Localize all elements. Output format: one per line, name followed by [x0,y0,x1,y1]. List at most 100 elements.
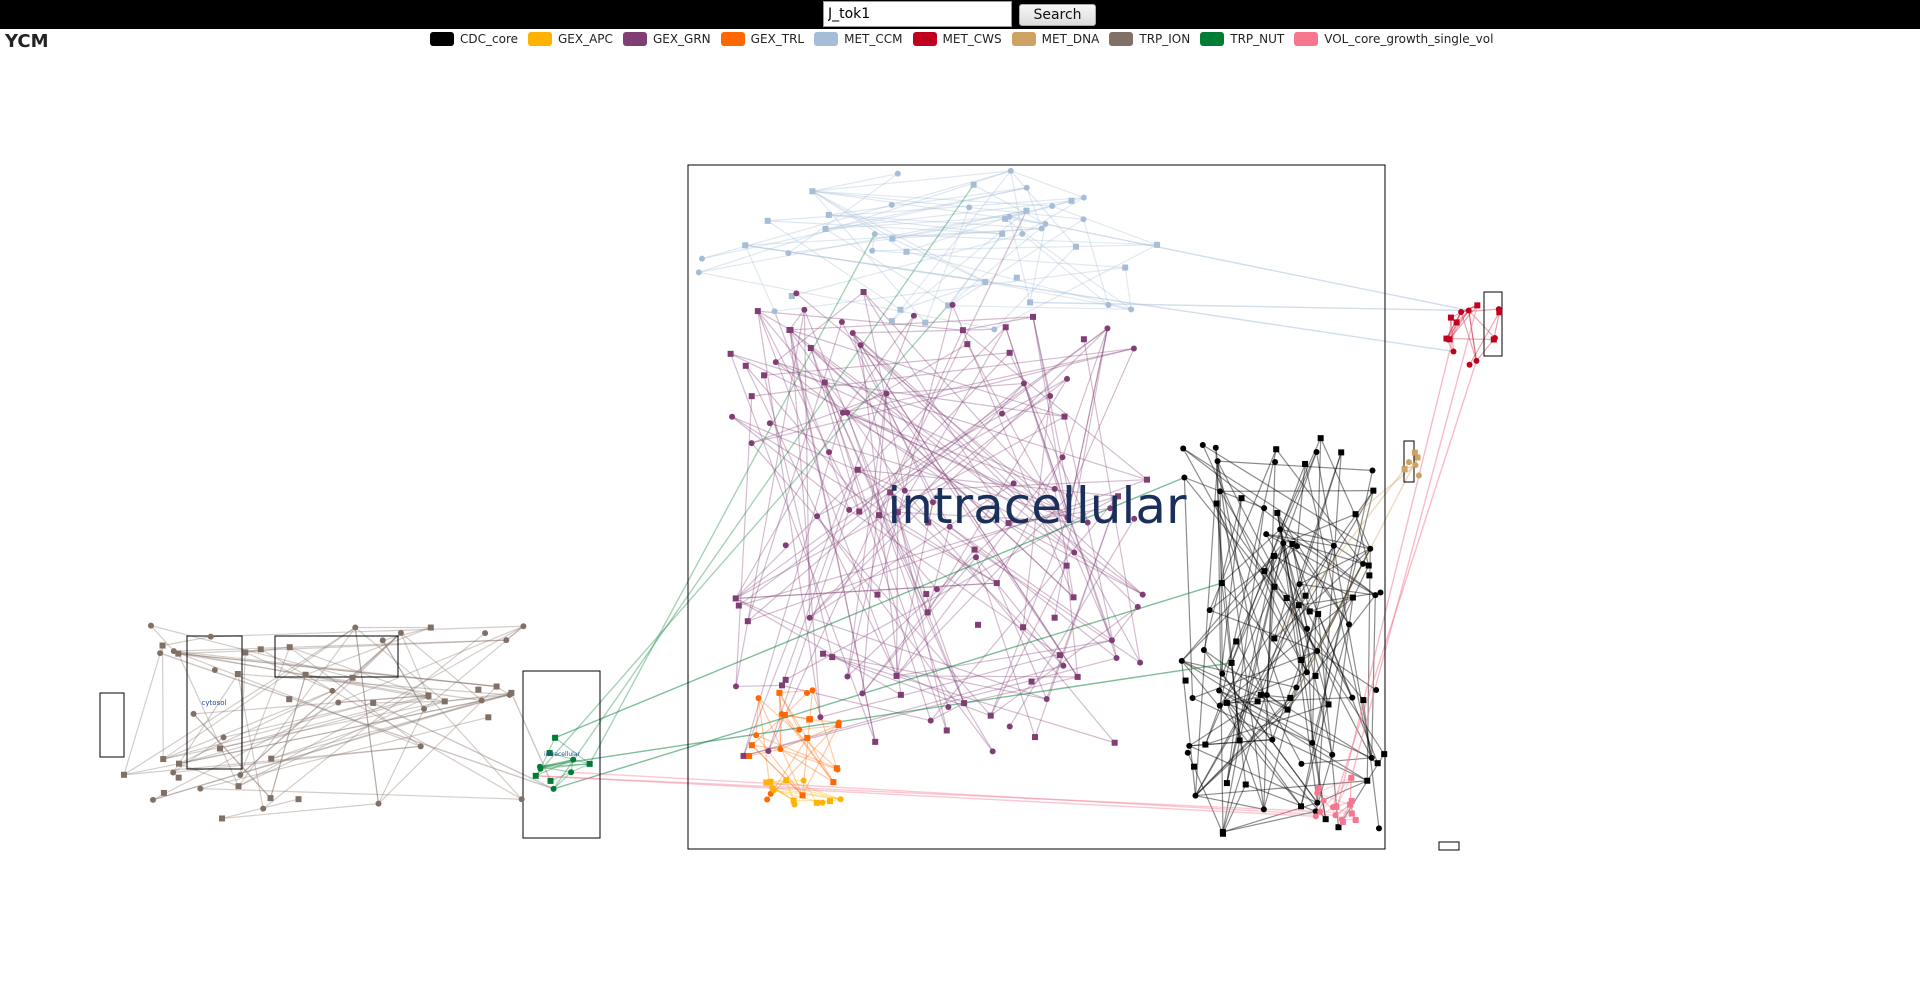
network-node[interactable] [809,687,816,694]
network-node[interactable] [949,301,956,308]
network-node[interactable] [1143,476,1150,483]
network-node[interactable] [755,695,762,702]
network-node[interactable] [1287,694,1294,701]
network-node[interactable] [888,318,895,325]
network-node[interactable] [883,390,890,397]
network-node[interactable] [1315,785,1322,792]
network-node[interactable] [1233,638,1240,645]
network-node[interactable] [234,671,241,678]
network-node[interactable] [894,509,901,516]
legend-item-trp-nut[interactable]: TRP_NUT [1200,32,1284,46]
network-node[interactable] [349,674,356,681]
network-node[interactable] [923,591,930,598]
network-node[interactable] [1180,445,1187,452]
network-node[interactable] [1349,694,1356,701]
network-node[interactable] [793,290,800,297]
network-node[interactable] [809,188,816,195]
network-node[interactable] [170,769,177,776]
network-node[interactable] [1023,207,1030,214]
network-node[interactable] [765,747,772,754]
network-node[interactable] [1178,657,1185,664]
network-node[interactable] [814,513,821,520]
network-node[interactable] [546,749,553,756]
network-node[interactable] [1020,380,1027,387]
network-node[interactable] [817,714,824,721]
network-node[interactable] [834,766,841,773]
network-node[interactable] [894,170,901,177]
network-node[interactable] [1377,589,1384,596]
network-node[interactable] [1366,572,1373,579]
network-node[interactable] [1314,790,1321,797]
network-node[interactable] [753,732,760,739]
network-node[interactable] [1298,760,1305,767]
network-node[interactable] [1030,313,1037,320]
network-node[interactable] [929,499,936,506]
network-node[interactable] [1202,741,1209,748]
network-node[interactable] [1219,830,1226,837]
network-node[interactable] [943,727,950,734]
network-node[interactable] [771,308,778,315]
network-node[interactable] [1139,591,1146,598]
network-node[interactable] [1254,698,1261,705]
legend-item-met-dna[interactable]: MET_DNA [1011,32,1099,46]
network-node[interactable] [766,420,773,427]
legend-item-gex-grn[interactable]: GEX_GRN [622,32,711,46]
network-node[interactable] [1293,684,1300,691]
network-node[interactable] [1122,264,1129,271]
network-node[interactable] [1218,580,1225,587]
legend-item-met-ccm[interactable]: MET_CCM [814,32,903,46]
network-node[interactable] [1019,230,1026,237]
network-node[interactable] [778,682,785,689]
network-node[interactable] [1269,736,1276,743]
network-node[interactable] [425,693,432,700]
network-node[interactable] [987,712,994,719]
network-node[interactable] [1313,449,1320,456]
network-node[interactable] [826,449,833,456]
network-node[interactable] [568,769,575,776]
network-node[interactable] [1271,635,1278,642]
network-node[interactable] [740,752,747,759]
network-node[interactable] [800,777,807,784]
network-node[interactable] [849,329,856,336]
network-node[interactable] [854,466,861,473]
network-node[interactable] [219,815,226,822]
network-node[interactable] [1349,594,1356,601]
network-node[interactable] [295,796,302,803]
network-node[interactable] [903,248,910,255]
network-node[interactable] [207,633,214,640]
network-node[interactable] [1238,495,1245,502]
network-node[interactable] [1080,216,1087,223]
network-node[interactable] [547,777,554,784]
network-node[interactable] [1064,375,1071,382]
network-node[interactable] [763,779,770,786]
network-node[interactable] [1223,699,1230,706]
network-node[interactable] [1453,319,1460,326]
network-node[interactable] [1405,459,1412,466]
network-node[interactable] [1261,505,1268,512]
network-node[interactable] [837,796,844,803]
network-node[interactable] [1314,799,1321,806]
network-node[interactable] [1104,325,1111,332]
network-node[interactable] [1289,540,1296,547]
network-node[interactable] [999,230,1006,237]
network-node[interactable] [1061,413,1068,420]
network-node[interactable] [1028,678,1035,685]
network-node[interactable] [1270,552,1277,559]
network-node[interactable] [761,372,768,379]
network-node[interactable] [1443,335,1450,342]
network-node[interactable] [782,676,789,683]
network-node[interactable] [506,691,513,698]
network-node[interactable] [975,621,982,628]
network-node[interactable] [417,743,424,750]
network-node[interactable] [1013,274,1020,281]
network-node[interactable] [1219,670,1226,677]
network-node[interactable] [1257,691,1264,698]
network-node[interactable] [197,785,204,792]
network-node[interactable] [783,777,790,784]
network-node[interactable] [1303,669,1310,676]
network-node[interactable] [786,326,793,333]
network-node[interactable] [945,703,952,710]
network-node[interactable] [1113,655,1120,662]
network-node[interactable] [1330,542,1337,549]
